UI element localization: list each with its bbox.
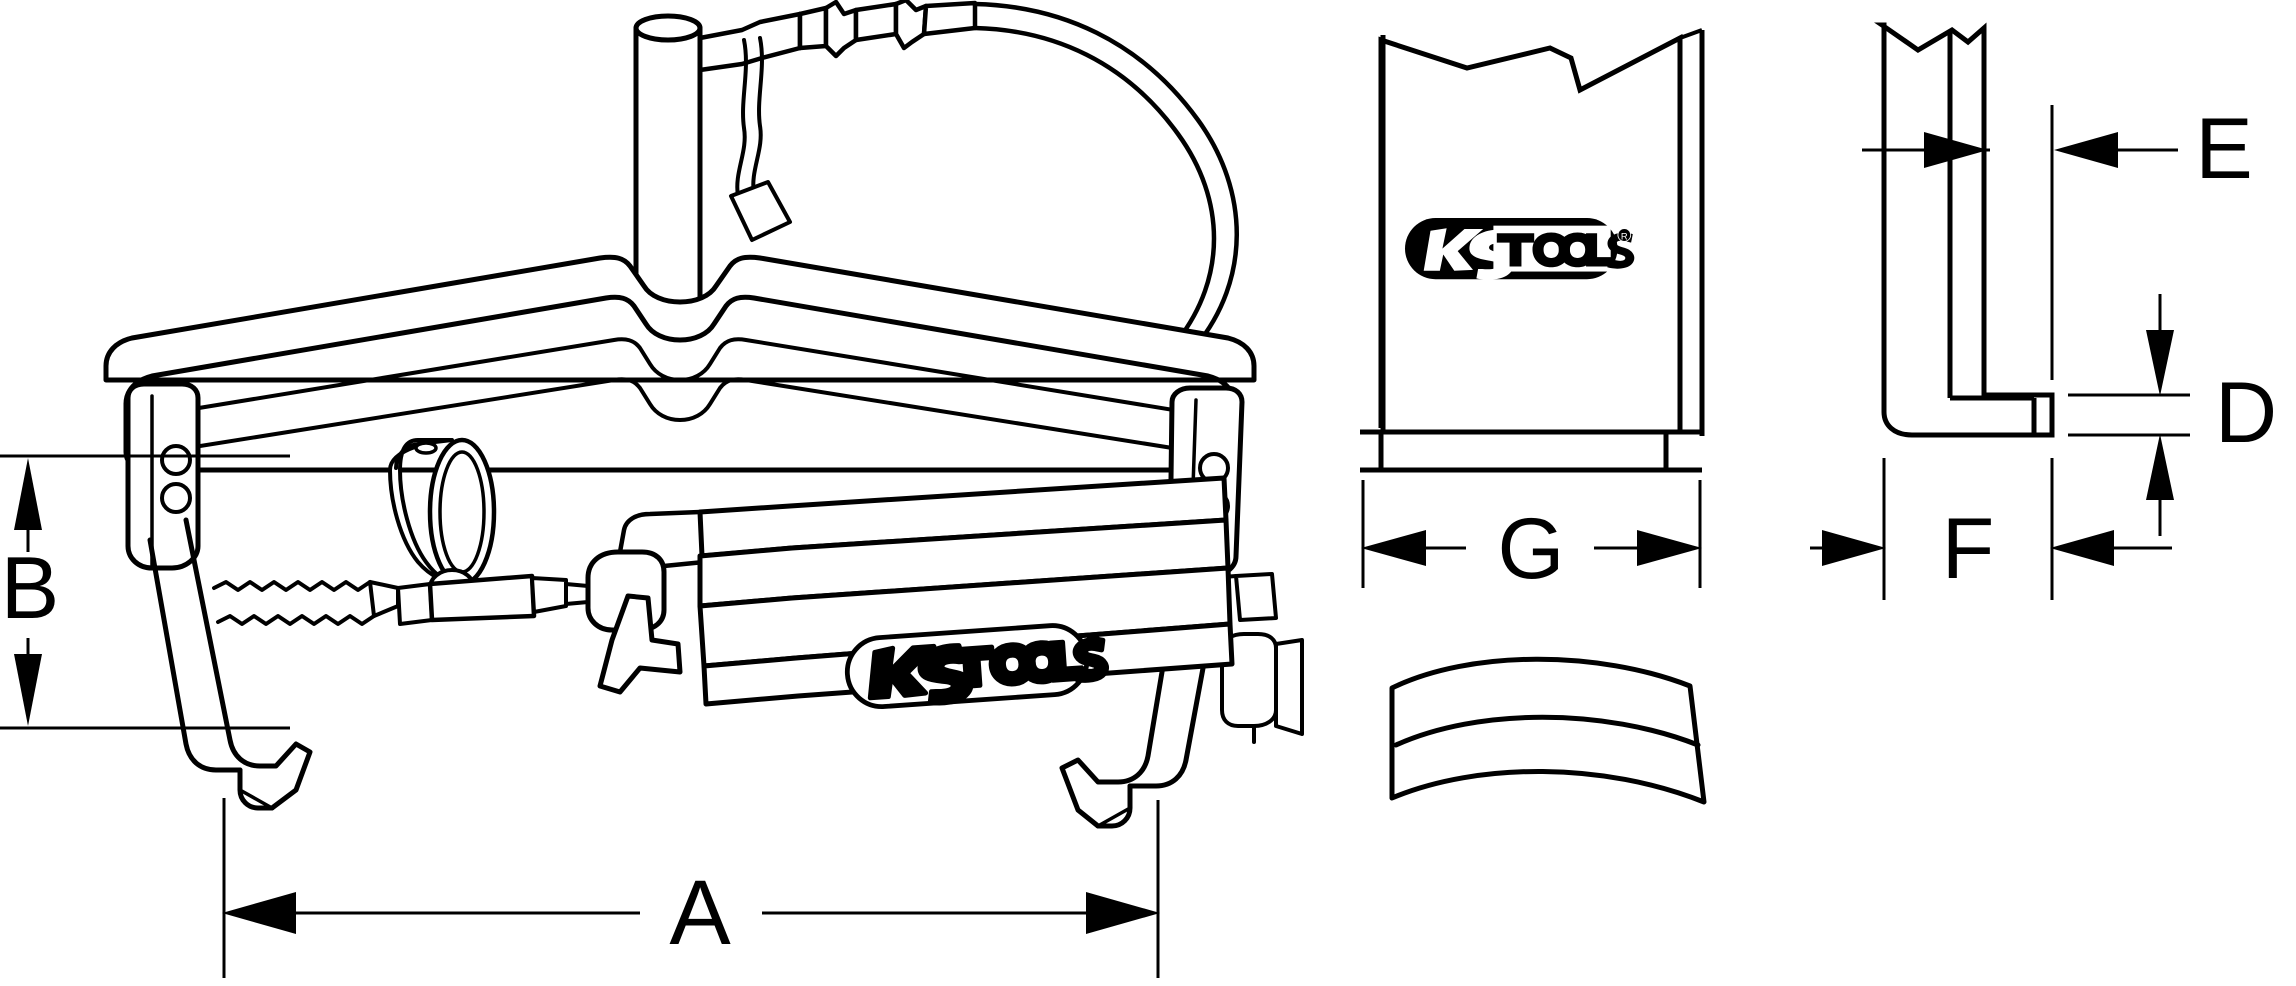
pump-body bbox=[396, 509, 711, 695]
dimension-label-G: G bbox=[1498, 501, 1565, 597]
dimension-D bbox=[2068, 294, 2190, 536]
main-view-puller-assembly bbox=[103, 0, 1304, 829]
dimension-F bbox=[1810, 458, 2172, 600]
dimension-label-A: A bbox=[669, 862, 731, 964]
bracket-side-outer-profile bbox=[1874, 22, 2055, 438]
dimension-A-arrow-right bbox=[1086, 892, 1160, 934]
left-puller-arm bbox=[125, 381, 313, 811]
dimension-A-arrow-left bbox=[222, 892, 296, 934]
dimension-G-arrow-right bbox=[1637, 530, 1702, 566]
bracket-side-view bbox=[1874, 22, 2055, 438]
brand-logo-on-bracket bbox=[1405, 218, 1635, 280]
dimension-G bbox=[1361, 480, 1702, 588]
hang-tag bbox=[729, 36, 792, 242]
dimension-E-arrow-outer bbox=[2054, 132, 2118, 168]
dimension-B bbox=[0, 454, 290, 730]
dimension-label-F: F bbox=[1942, 501, 1995, 597]
dimension-D-arrow-down bbox=[2146, 330, 2174, 396]
dimension-B-arrow-up bbox=[14, 458, 42, 530]
hose-fitting bbox=[697, 0, 978, 73]
curved-plate-outline bbox=[1389, 656, 1707, 805]
dimension-A bbox=[222, 798, 1160, 978]
right-side-blocks bbox=[1208, 572, 1304, 744]
dimension-label-E: E bbox=[2195, 101, 2252, 197]
dimension-F-arrow-left bbox=[1822, 530, 1886, 566]
dimension-B-arrow-down bbox=[14, 654, 42, 726]
dimension-label-D: D bbox=[2215, 365, 2277, 461]
dimension-E bbox=[1862, 105, 2178, 380]
dimension-F-arrow-right bbox=[2050, 530, 2114, 566]
dimension-D-arrow-up bbox=[2146, 434, 2174, 500]
curved-protection-plate bbox=[1389, 656, 1707, 805]
curved-plate-inner-line bbox=[1393, 714, 1701, 748]
bracket-front-top-right-chamfer bbox=[1679, 28, 1703, 40]
dimension-label-B: B bbox=[1, 538, 60, 637]
dimension-G-arrow-left bbox=[1361, 530, 1426, 566]
dimension-E-arrow-inner bbox=[1924, 132, 1988, 168]
